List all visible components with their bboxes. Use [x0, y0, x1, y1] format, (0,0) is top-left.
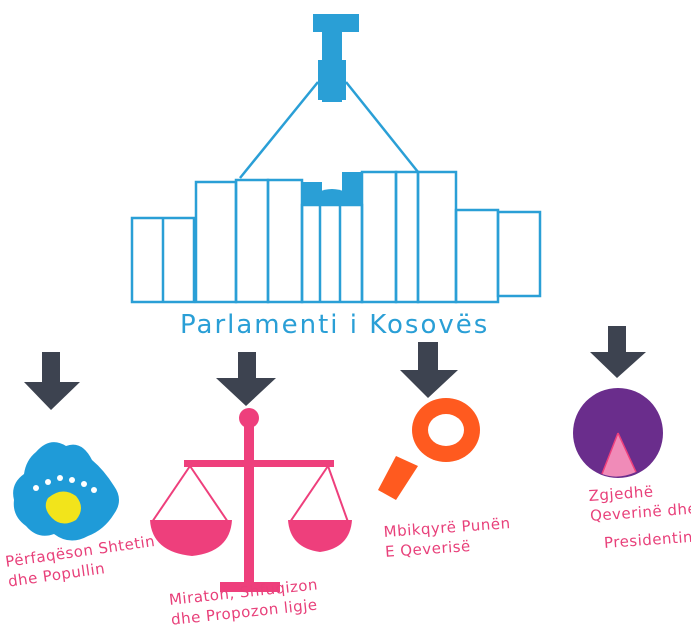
flag-icon — [313, 14, 359, 102]
building-dome — [302, 172, 362, 205]
pie-chart-icon — [573, 388, 663, 478]
roof-lines — [239, 81, 419, 179]
kosovo-map-icon — [13, 442, 119, 541]
page-title: Parlamenti i Kosovës — [180, 310, 490, 340]
arrow-down-icon — [590, 326, 646, 378]
arrow-down-icon — [216, 352, 276, 406]
function-caption-elect: Zgjedhë Qeverinë dhe Presidentin — [588, 479, 691, 554]
arrow-down-icon — [400, 342, 458, 398]
caption-line: Zgjedhë — [588, 482, 655, 505]
parliament-building-icon — [130, 170, 542, 304]
scales-of-justice-icon — [150, 408, 352, 592]
magnifying-glass-icon — [378, 398, 480, 500]
arrow-down-icon — [24, 352, 80, 410]
